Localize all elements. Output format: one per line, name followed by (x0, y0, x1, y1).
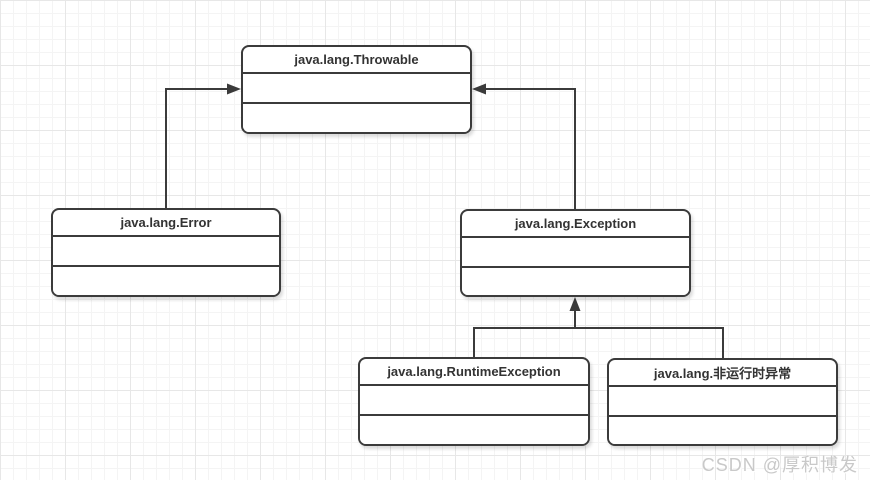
uml-class-runtime-exception: java.lang.RuntimeException (358, 357, 590, 446)
edge-error-to-throwable (165, 83, 241, 208)
edge-exception-to-throwable (472, 83, 576, 209)
uml-class-throwable: java.lang.Throwable (241, 45, 472, 134)
uml-methods-compartment (462, 265, 689, 295)
uml-class-title: java.lang.Throwable (243, 47, 470, 74)
uml-class-title: java.lang.RuntimeException (360, 359, 588, 386)
uml-attributes-compartment (360, 386, 588, 414)
arrowhead-up-icon (569, 297, 581, 311)
uml-attributes-compartment (609, 387, 836, 415)
uml-methods-compartment (609, 414, 836, 444)
uml-class-error: java.lang.Error (51, 208, 281, 297)
uml-class-title: java.lang.Exception (462, 211, 689, 238)
uml-methods-compartment (53, 265, 279, 295)
uml-class-exception: java.lang.Exception (460, 209, 691, 297)
uml-class-title: java.lang.Error (53, 210, 279, 237)
edge-subclasses-to-exception (473, 297, 724, 358)
uml-class-non-runtime-exception: java.lang.非运行时异常 (607, 358, 838, 446)
uml-attributes-compartment (53, 237, 279, 265)
uml-attributes-compartment (462, 238, 689, 266)
arrowhead-left-icon (472, 83, 486, 95)
uml-methods-compartment (243, 102, 470, 132)
uml-methods-compartment (360, 414, 588, 444)
csdn-watermark: CSDN @厚积博发 (701, 455, 858, 475)
uml-attributes-compartment (243, 74, 470, 102)
arrowhead-right-icon (227, 83, 241, 95)
uml-class-title: java.lang.非运行时异常 (609, 360, 836, 387)
